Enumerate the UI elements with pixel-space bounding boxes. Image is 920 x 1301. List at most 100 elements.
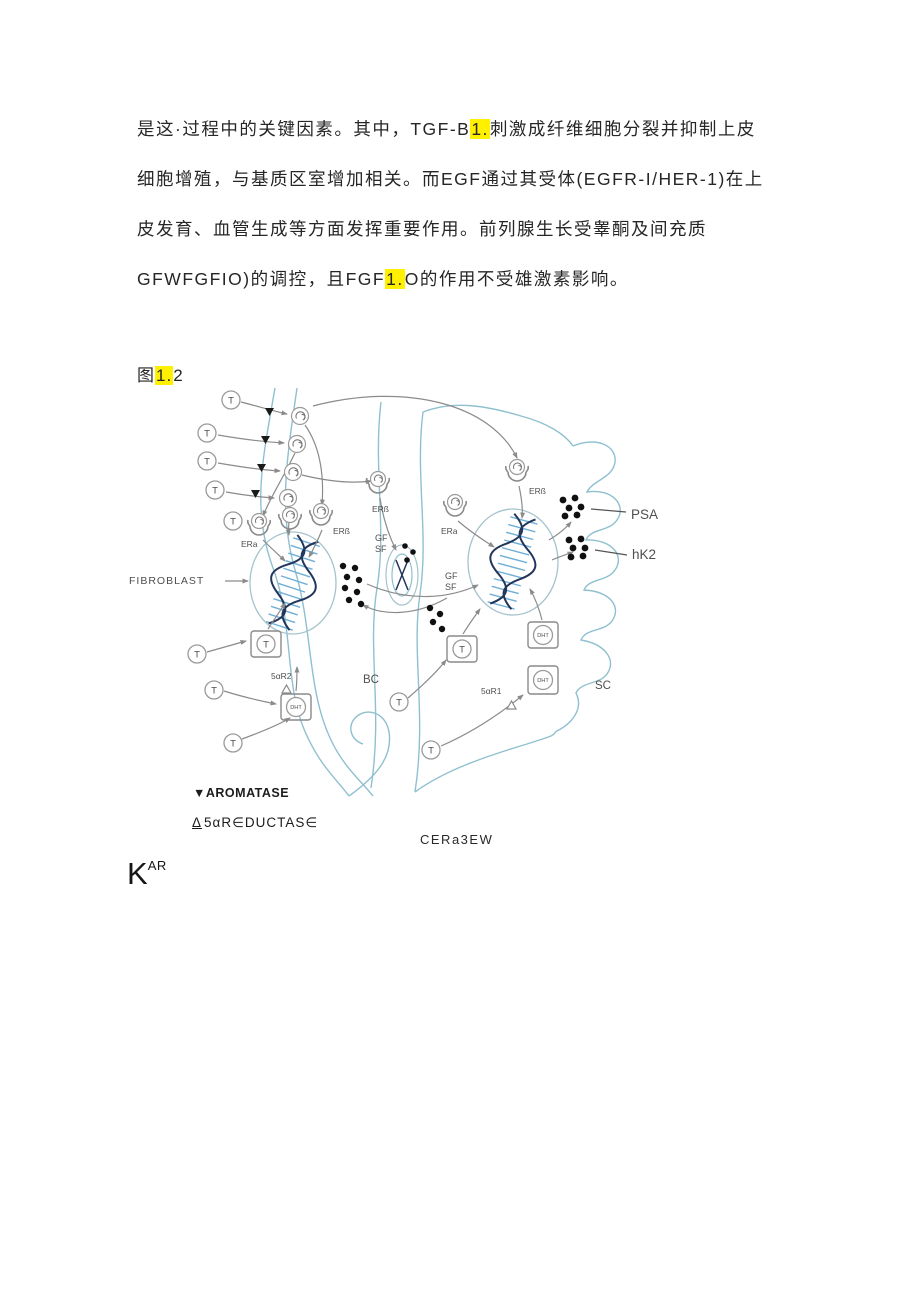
reductase-legend-text: 5αR∈DUCTAS∈ [204,815,319,830]
t-icon: T [389,692,409,712]
dht-box [280,693,312,721]
dht-icon: DHT [285,696,307,718]
aromatase-triangle-icons [251,408,274,498]
paragraph-text: GFWFGFIO)的调控，且FGF [137,269,386,289]
e2-icon [290,406,310,426]
t-icon: T [421,740,441,760]
t-label: T [428,745,434,756]
reductase-triangle-icons [280,683,518,710]
dht-icon: DHT [532,624,554,646]
dna-helix-icon [265,534,321,631]
e2-icons [278,406,310,508]
dna-helix-icon [487,513,538,610]
t-icon: T [197,451,217,471]
er-receptor-icon [308,502,334,526]
t-icon: T [256,634,276,654]
e2-icon [508,458,526,476]
e2-icon [312,502,330,520]
e2-icon [283,462,303,482]
t-label: T [211,685,217,696]
dht-icon: DHT [532,669,554,691]
aromatase-legend-text: AROMATASE [205,786,290,800]
er-alpha-label: ERa [241,539,258,549]
figure-diagram: T T T T T T T T T T T T DHT DHT DHT [125,388,665,798]
t-icon: T [223,733,243,753]
t-label: T [230,738,236,749]
t-icon: T [197,423,217,443]
reductase2-label: 5αR2 [271,671,292,681]
footer-kar: KAR [127,856,167,892]
testosterone-nodes: T T T T T T T T T T T T [187,390,472,760]
sf-label: SF [375,544,387,554]
receptor-boxes [250,621,559,721]
t-label: T [230,516,236,527]
dht-label: DHT [537,678,549,684]
t-icon: T [205,480,225,500]
ar-superscript: AR [147,858,167,873]
er-receptor-icon [442,493,468,517]
dht-box [527,665,559,695]
er-beta-label: ERß [529,486,546,496]
sc-label: SC [595,680,611,692]
filled-triangle-icon: ▼ [193,786,206,800]
er-receptors [246,458,530,536]
secretory-cell [467,508,559,616]
er-receptor-icon [277,506,303,530]
paragraph-text: 刺激成纤维细胞分裂并抑制上皮 [489,119,756,139]
k-text: K [127,856,148,891]
basal-cell-nucleus [385,544,419,606]
hk2-label: hK2 [632,547,656,562]
e2-icon [287,434,307,454]
paragraph-line-1: 是这·过程中的关键因素。其中，TGF-B1.刺激成纤维细胞分裂并抑制上皮 [137,104,797,154]
t-icon: T [187,644,207,664]
figure-label: 图1.2 [137,361,184,386]
t-icon: T [221,390,241,410]
highlighted-text: 1. [470,119,490,139]
paragraph-text: 皮发育、血管生成等方面发挥重要作用。前列腺生长受睾酮及间充质 [137,219,707,239]
label-leader-lines [590,508,628,556]
gf-label: GF [375,533,388,543]
paragraph-text: 细胞增殖，与基质区室增加相关。而EGF通过其受体(EGFR-I/HER-1)在上 [137,169,764,189]
er-beta-label: ERß [372,504,389,514]
t-label: T [194,649,200,660]
t-icon: T [204,680,224,700]
paragraph: 是这·过程中的关键因素。其中，TGF-B1.刺激成纤维细胞分裂并抑制上皮 细胞增… [137,104,797,304]
figure-label-text: 图 [137,366,155,385]
er-alpha-label: ERa [441,526,458,536]
t-label: T [204,428,210,439]
aromatase-legend: ▼AROMATASE [193,786,289,800]
paragraph-text: 是这·过程中的关键因素。其中，TGF-B [137,119,471,139]
dht-nodes: DHT DHT DHT [285,624,554,718]
er-beta-label: ERß [333,526,350,536]
er-receptor-icon [365,470,391,494]
er-receptor-icon [504,458,530,482]
e2-icon [446,493,464,511]
fibroblast-label: FIBROBLAST [129,575,204,587]
dht-label: DHT [290,705,302,711]
ar-box [250,630,282,658]
e2-icon [369,470,387,488]
figure-caption: CERa3EW [420,832,494,847]
e2-icon [281,506,299,524]
open-triangle-icon: Δ [192,815,203,830]
gf-label: GF [445,571,458,581]
fibroblast-cell [249,531,337,635]
paragraph-line-2: 细胞增殖，与基质区室增加相关。而EGF通过其受体(EGFR-I/HER-1)在上 [137,154,797,204]
dht-label: DHT [537,633,549,639]
t-label: T [263,639,269,650]
paragraph-line-3: 皮发育、血管生成等方面发挥重要作用。前列腺生长受睾酮及间充质 [137,204,797,254]
bc-label: BC [363,674,379,686]
highlighted-text: 1. [155,366,174,385]
t-label: T [204,456,210,467]
sf-label: SF [445,582,457,592]
secretion-dots [339,494,589,633]
dht-box [527,621,559,649]
paragraph-text: O的作用不受雄激素影响。 [404,269,629,289]
ar-box [446,635,478,663]
diagram-labels: FIBROBLAST ERß ERa ERß ERa ERß GF SF GF … [129,486,658,696]
t-label: T [459,644,465,655]
psa-label: PSA [631,507,658,522]
paragraph-line-4: GFWFGFIO)的调控，且FGF1.O的作用不受雄激素影响。 [137,254,797,304]
